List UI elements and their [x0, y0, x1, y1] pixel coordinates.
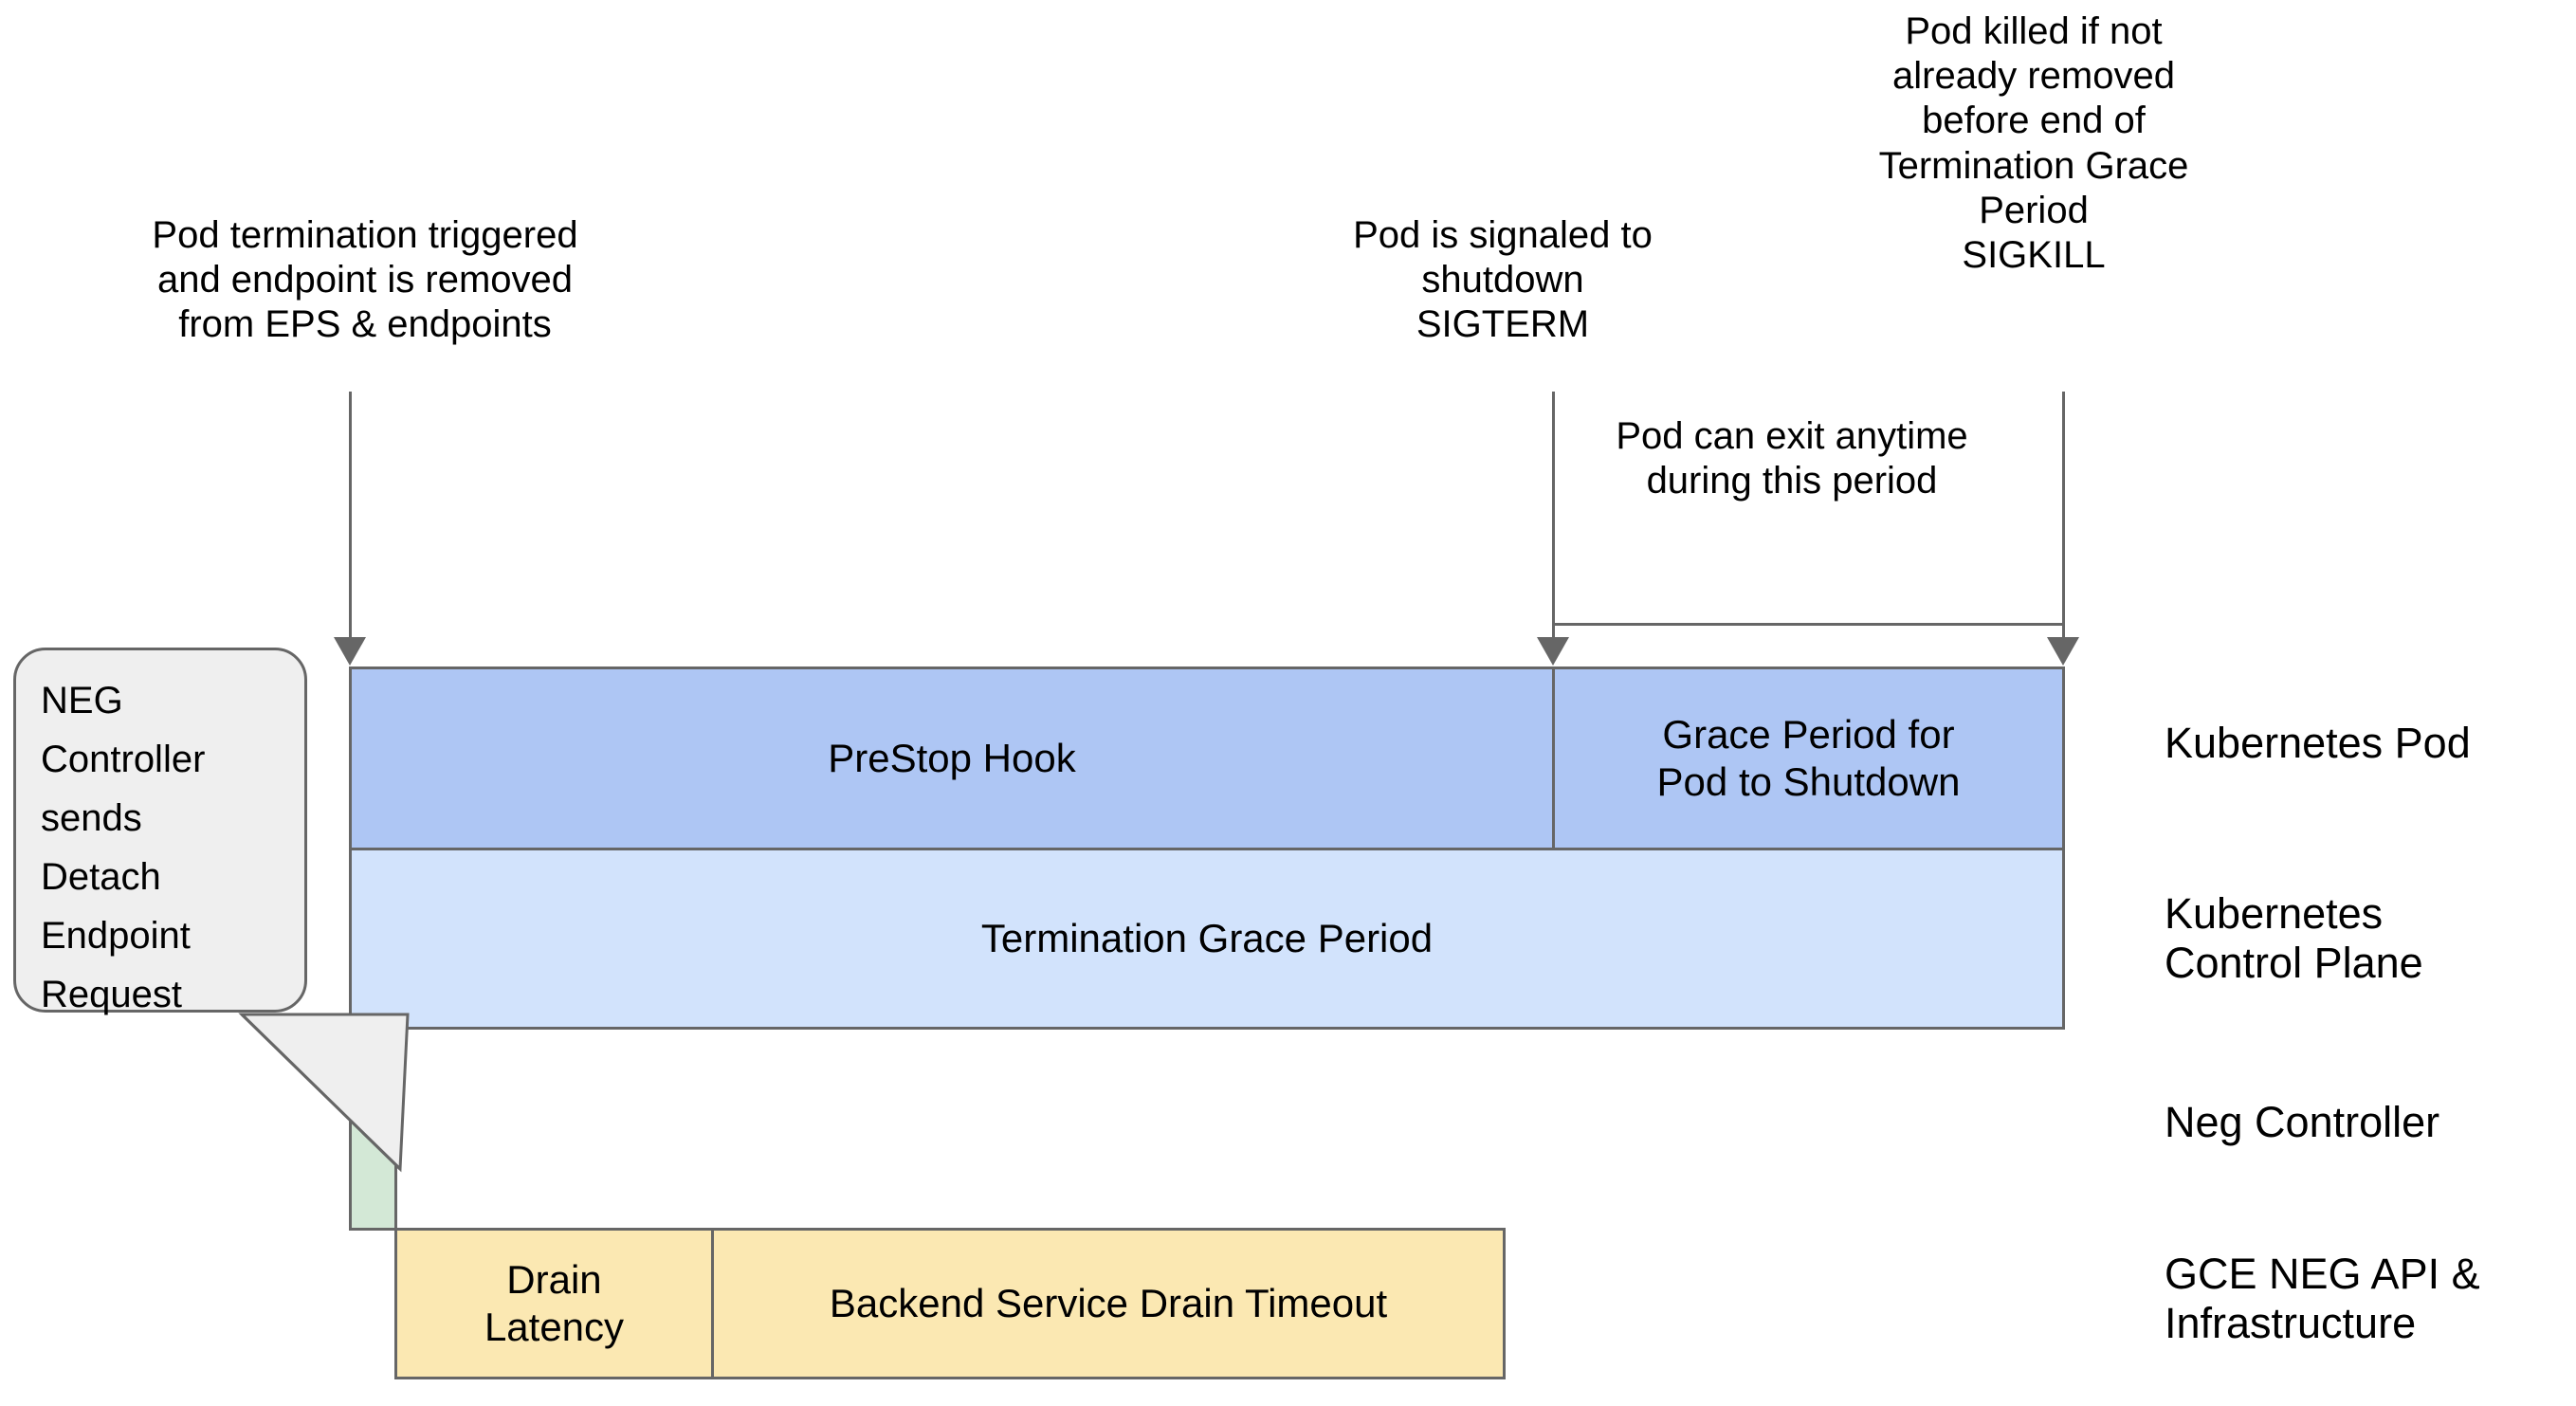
arrow-head-pod-termination — [334, 637, 366, 666]
callout-neg-controller: NEG Controller sends Detach Endpoint Req… — [13, 648, 307, 1015]
annotation-pod-signaled-shutdown: Pod is signaled to shutdown SIGTERM — [1353, 214, 1653, 346]
bar-backend-service-drain-timeout[interactable]: Backend Service Drain Timeout — [711, 1228, 1506, 1379]
arrow-head-sigkill — [2047, 637, 2079, 666]
bar-label-grace-period: Grace Period for Pod to Shutdown — [1656, 711, 1961, 804]
annotation-pod-can-exit-anytime: Pod can exit anytime during this period — [1616, 415, 1968, 502]
bar-label-prestop-hook: PreStop Hook — [828, 735, 1076, 780]
arrow-shaft-sigterm — [1552, 392, 1555, 638]
arrow-span-grace-period — [1552, 623, 2065, 626]
bar-drain-latency[interactable]: Drain Latency — [394, 1228, 714, 1379]
bar-label-termination-grace-period: Termination Grace Period — [980, 915, 1434, 960]
bar-neg-detach-window[interactable] — [349, 1027, 397, 1231]
lane-label-kubernetes-pod: Kubernetes Pod — [2165, 719, 2471, 767]
arrow-head-sigterm — [1537, 637, 1569, 666]
bar-label-backend-service-drain-timeout: Backend Service Drain Timeout — [829, 1280, 1388, 1325]
bar-grace-period-for-pod-to-shutdown[interactable]: Grace Period for Pod to Shutdown — [1552, 666, 2065, 850]
bar-prestop-hook[interactable]: PreStop Hook — [349, 666, 1555, 850]
arrow-shaft-pod-termination — [349, 392, 352, 638]
arrow-shaft-sigkill — [2062, 392, 2065, 638]
annotation-pod-killed-sigkill: Pod killed if not already removed before… — [1878, 10, 2189, 276]
lane-label-neg-controller: Neg Controller — [2165, 1098, 2440, 1146]
lane-label-kubernetes-control-plane: Kubernetes Control Plane — [2165, 889, 2423, 988]
lane-label-gce-neg-api-infrastructure: GCE NEG API & Infrastructure — [2165, 1250, 2480, 1348]
bar-termination-grace-period[interactable]: Termination Grace Period — [349, 848, 2065, 1030]
bar-label-drain-latency: Drain Latency — [484, 1256, 625, 1349]
annotation-pod-termination-triggered: Pod termination triggered and endpoint i… — [152, 214, 578, 346]
